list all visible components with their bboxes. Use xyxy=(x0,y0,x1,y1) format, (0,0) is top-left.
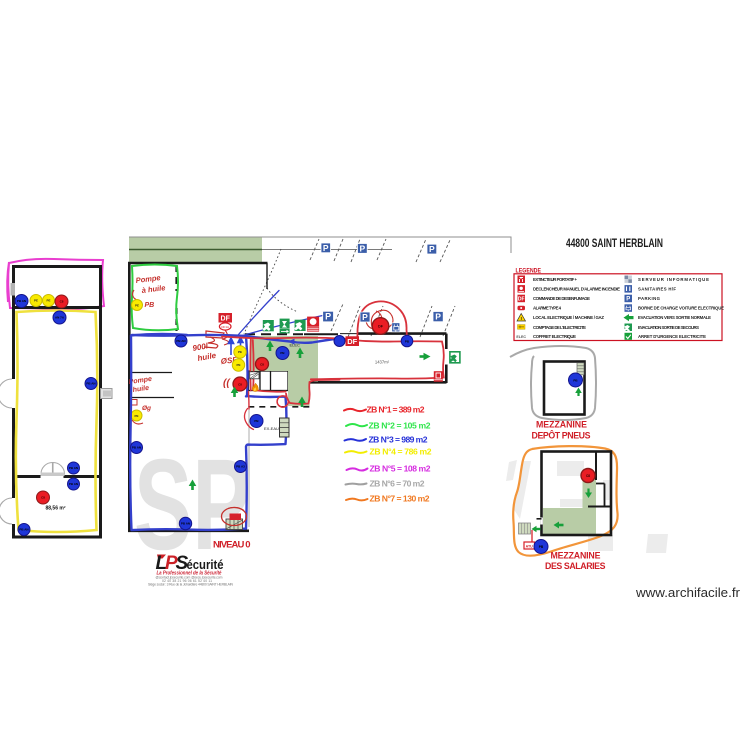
svg-text:PB: PB xyxy=(539,545,544,549)
svg-text:PB AN: PB AN xyxy=(176,339,185,343)
svg-text:SP: SP xyxy=(134,433,251,577)
svg-text:L: L xyxy=(156,553,168,574)
svg-text:MEZZANINE: MEZZANINE xyxy=(551,550,601,560)
svg-text:C8: C8 xyxy=(586,474,590,478)
svg-text:S: S xyxy=(176,553,189,574)
svg-text:PE: PE xyxy=(238,350,242,354)
svg-text:PE: PE xyxy=(134,414,138,418)
svg-text:PB: PB xyxy=(573,378,578,382)
svg-text:P: P xyxy=(435,312,441,322)
svg-text:PB AN: PB AN xyxy=(17,299,26,303)
svg-text:PB: PB xyxy=(145,302,155,309)
svg-text:1437m²: 1437m² xyxy=(375,360,390,365)
svg-text:P: P xyxy=(362,312,368,322)
svg-text:ZB N°7 = 130 m2: ZB N°7 = 130 m2 xyxy=(370,494,430,504)
svg-text:DES SALARIES: DES SALARIES xyxy=(545,561,606,571)
svg-text:à huile: à huile xyxy=(141,283,166,295)
svg-text:MEZZANINE: MEZZANINE xyxy=(536,419,587,429)
svg-text:ZB N°1 = 389 m2: ZB N°1 = 389 m2 xyxy=(367,405,425,415)
svg-text:P: P xyxy=(323,243,329,253)
svg-text:PB AN: PB AN xyxy=(69,466,78,470)
svg-text:PB AN: PB AN xyxy=(181,522,190,526)
svg-text:SANITAIRES H/F: SANITAIRES H/F xyxy=(638,286,676,291)
svg-text:NIVEAU 0: NIVEAU 0 xyxy=(213,540,251,551)
svg-text:Pompe: Pompe xyxy=(128,376,152,386)
svg-text:Siège social : 3 Rue de la Joh: Siège social : 3 Rue de la Johardière 44… xyxy=(148,582,234,586)
svg-text:BORNE DE CHARGE VOITURE ELECTR: BORNE DE CHARGE VOITURE ELECTRIQUE xyxy=(638,306,724,311)
svg-text:PB A3: PB A3 xyxy=(236,465,245,469)
svg-text:PE: PE xyxy=(135,304,139,308)
svg-text:((: (( xyxy=(223,378,231,389)
svg-text:huile: huile xyxy=(132,385,149,394)
svg-text:PB AN: PB AN xyxy=(86,382,95,386)
svg-text:@contact.lpsecurite.com @secu: @contact.lpsecurite.com @secu.lpsecurite… xyxy=(156,575,223,579)
svg-text:La Professionnel de la Sécurit: La Professionnel de la Sécurité xyxy=(157,571,222,577)
svg-text:LOCAL ELECTRIQUE / MACHINE / G: LOCAL ELECTRIQUE / MACHINE / GAZ xyxy=(533,315,604,320)
svg-text:DF: DF xyxy=(221,316,231,323)
svg-text:44800 SAINT HERBLAIN: 44800 SAINT HERBLAIN xyxy=(566,238,663,250)
svg-text:huile: huile xyxy=(197,351,217,363)
svg-text:PE: PE xyxy=(236,363,240,367)
svg-text:ZB N°2 = 105 m2: ZB N°2 = 105 m2 xyxy=(369,421,431,431)
svg-text:EX-EAU: EX-EAU xyxy=(264,426,279,431)
svg-text:88,56 m²: 88,56 m² xyxy=(45,506,65,512)
svg-text:ZB N°5 = 108 m2: ZB N°5 = 108 m2 xyxy=(370,464,431,474)
svg-text:P: P xyxy=(165,553,178,574)
svg-text:DF: DF xyxy=(518,297,525,303)
svg-text:PB: PB xyxy=(280,351,285,355)
svg-text:C8: C8 xyxy=(41,496,45,500)
svg-text:COMMANDE DE DESENFUMAGE: COMMANDE DE DESENFUMAGE xyxy=(533,296,590,301)
svg-text:ARRET D'URGENCE ELECTRICITE: ARRET D'URGENCE ELECTRICITE xyxy=(638,334,706,339)
svg-text:EVACUATION VERS SORTIE NORMALE: EVACUATION VERS SORTIE NORMALE xyxy=(638,315,711,320)
svg-text:PB AN: PB AN xyxy=(132,446,141,450)
svg-text:DEPÔT PNEUS: DEPÔT PNEUS xyxy=(532,430,591,441)
svg-text:900l: 900l xyxy=(192,341,210,353)
svg-text:SERVEUR INFORMATIQUE: SERVEUR INFORMATIQUE xyxy=(638,277,709,282)
svg-text:COMPTAGE DE L'ELECTRICITE: COMPTAGE DE L'ELECTRICITE xyxy=(533,325,586,330)
svg-text:AN 7A: AN 7A xyxy=(55,316,65,320)
svg-text:DF1A: DF1A xyxy=(221,325,229,329)
svg-text:écurité: écurité xyxy=(187,557,224,572)
svg-text:LEGENDE: LEGENDE xyxy=(516,268,542,275)
svg-text:www.archifacile.fr: www.archifacile.fr xyxy=(635,585,741,600)
svg-text:DF: DF xyxy=(347,337,357,346)
svg-text:Øg: Øg xyxy=(142,405,151,412)
svg-text:PE: PE xyxy=(46,299,50,303)
svg-text:EVACUATION SORTIE DE SECOURS: EVACUATION SORTIE DE SECOURS xyxy=(638,325,699,330)
svg-text:C8: C8 xyxy=(60,300,64,304)
svg-text:P: P xyxy=(429,244,435,254)
svg-text:Pompe: Pompe xyxy=(135,273,161,285)
svg-text:ELEC: ELEC xyxy=(516,335,526,339)
svg-text:PB: PB xyxy=(254,419,259,423)
svg-text:PB: PB xyxy=(405,339,410,343)
svg-text:EXTINCTEUR PORTATIF +: EXTINCTEUR PORTATIF + xyxy=(533,277,577,282)
svg-text:P: P xyxy=(359,243,365,253)
svg-text:ZB N°6 = 70 m2: ZB N°6 = 70 m2 xyxy=(370,479,425,489)
svg-text:P: P xyxy=(325,312,331,322)
svg-text:C8: C8 xyxy=(238,382,242,386)
svg-text:!: ! xyxy=(520,316,522,321)
svg-text:PB AN: PB AN xyxy=(19,528,28,532)
svg-text:ATU: ATU xyxy=(526,545,534,549)
svg-text:PB AN: PB AN xyxy=(69,482,78,486)
svg-text:ZB N°3 = 989 m2: ZB N°3 = 989 m2 xyxy=(369,435,428,445)
svg-text:02 40 38 21 96 06 61 52: 02 40 38 21 96 06 61 52 40 11 xyxy=(162,579,212,583)
svg-text:PARKING: PARKING xyxy=(638,296,661,301)
svg-text:ELEC: ELEC xyxy=(290,343,301,348)
svg-text:ALARME TYPE 4: ALARME TYPE 4 xyxy=(533,306,562,311)
svg-text:C8: C8 xyxy=(260,362,264,366)
svg-text:ZB N°4 = 786 m2: ZB N°4 = 786 m2 xyxy=(370,447,432,457)
svg-text:COFFRET ELECTRIQUE: COFFRET ELECTRIQUE xyxy=(533,334,576,339)
svg-text:P: P xyxy=(626,297,630,303)
svg-text:PE: PE xyxy=(34,299,38,303)
svg-text:DF: DF xyxy=(378,325,384,329)
svg-text:ØSF: ØSF xyxy=(220,355,238,366)
svg-text:DECLENCHEUR MANUEL D'ALARME IN: DECLENCHEUR MANUEL D'ALARME INCENDIE xyxy=(533,286,620,291)
